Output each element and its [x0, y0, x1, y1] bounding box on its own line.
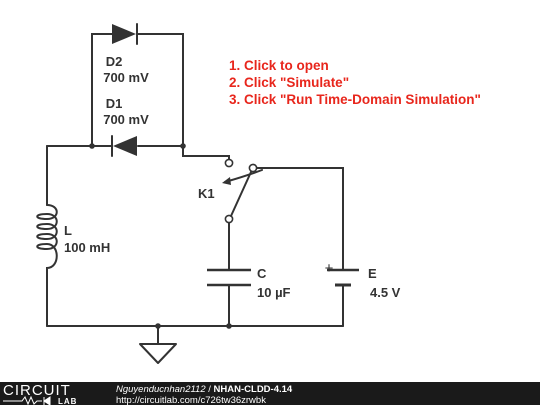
diode-d2-symbol	[112, 24, 136, 44]
logo-resistor-icon	[3, 395, 42, 406]
instruction-line-2: 2. Click "Simulate"	[229, 75, 349, 90]
inductor-l[interactable]: L 100 mH	[36, 204, 110, 283]
k1-name-label: K1	[198, 186, 215, 201]
diode-d2[interactable]: D2 700 mV	[103, 23, 149, 85]
instructions: 1. Click to open 2. Click "Simulate" 3. …	[229, 58, 481, 107]
circuitlab-logo[interactable]: CIRCUIT LAB	[3, 382, 77, 406]
switch-actuator-arrow-icon	[222, 177, 231, 185]
ground-icon	[139, 343, 177, 364]
capacitor-name-label: C	[257, 266, 267, 281]
d1-name-label: D1	[106, 96, 123, 111]
junction-dot	[226, 323, 232, 329]
diode-d1[interactable]: D1 700 mV	[103, 96, 149, 157]
capacitor-c[interactable]: C 10 µF	[207, 266, 291, 300]
instruction-line-1: 1. Click to open	[229, 58, 329, 73]
d2-value-label: 700 mV	[103, 70, 149, 85]
switch-terminal-right	[248, 163, 258, 173]
junction-dot	[89, 143, 95, 149]
capacitor-value-label: 10 µF	[257, 285, 291, 300]
d2-name-label: D2	[106, 54, 123, 69]
inductor-coil	[36, 204, 58, 283]
switch-terminal-top	[224, 158, 234, 168]
junction-dot	[155, 323, 161, 329]
inductor-name-label: L	[64, 223, 72, 238]
footer-background	[0, 382, 540, 405]
switch-k1[interactable]: K1	[198, 158, 263, 224]
diode-d1-symbol	[113, 136, 137, 156]
logo-lab-text: LAB	[58, 397, 77, 405]
wire-d2-right	[137, 33, 184, 147]
instruction-line-3: 3. Click "Run Time-Domain Simulation"	[229, 92, 481, 107]
wires	[46, 33, 344, 344]
logo-circuit-text: CIRCUIT	[3, 382, 71, 399]
wire-d2-left	[91, 33, 113, 147]
d1-value-label: 700 mV	[103, 112, 149, 127]
footer-separator: /	[206, 384, 214, 395]
switch-terminal-bottom	[224, 214, 234, 224]
wire-switch-battery	[256, 167, 344, 271]
junctions	[89, 143, 232, 329]
battery-value-label: 4.5 V	[370, 285, 401, 300]
footer-title: NHAN-CLDD-4.14	[214, 384, 293, 395]
wire-top-right	[137, 145, 230, 161]
ground-symbol	[139, 343, 177, 364]
battery-name-label: E	[368, 266, 377, 281]
footer-author: Nguyenducnhan2112	[116, 384, 206, 395]
footer-url-link[interactable]: http://circuitlab.com/c726tw36zrwbk	[116, 395, 266, 406]
switch-actuator-arc	[224, 169, 263, 183]
switch-blade	[230, 171, 252, 217]
inductor-value-label: 100 mH	[64, 240, 110, 255]
footer-author-line: Nguyenducnhan2112 / NHAN-CLDD-4.14	[116, 384, 293, 395]
battery-e[interactable]: + E 4.5 V	[325, 260, 401, 300]
junction-dot	[180, 143, 186, 149]
footer-bar: CIRCUIT LAB Nguyenducnhan2112 / NHAN-CLD…	[0, 382, 540, 406]
battery-plus-icon: +	[325, 260, 334, 277]
logo-diode-icon	[43, 396, 51, 406]
